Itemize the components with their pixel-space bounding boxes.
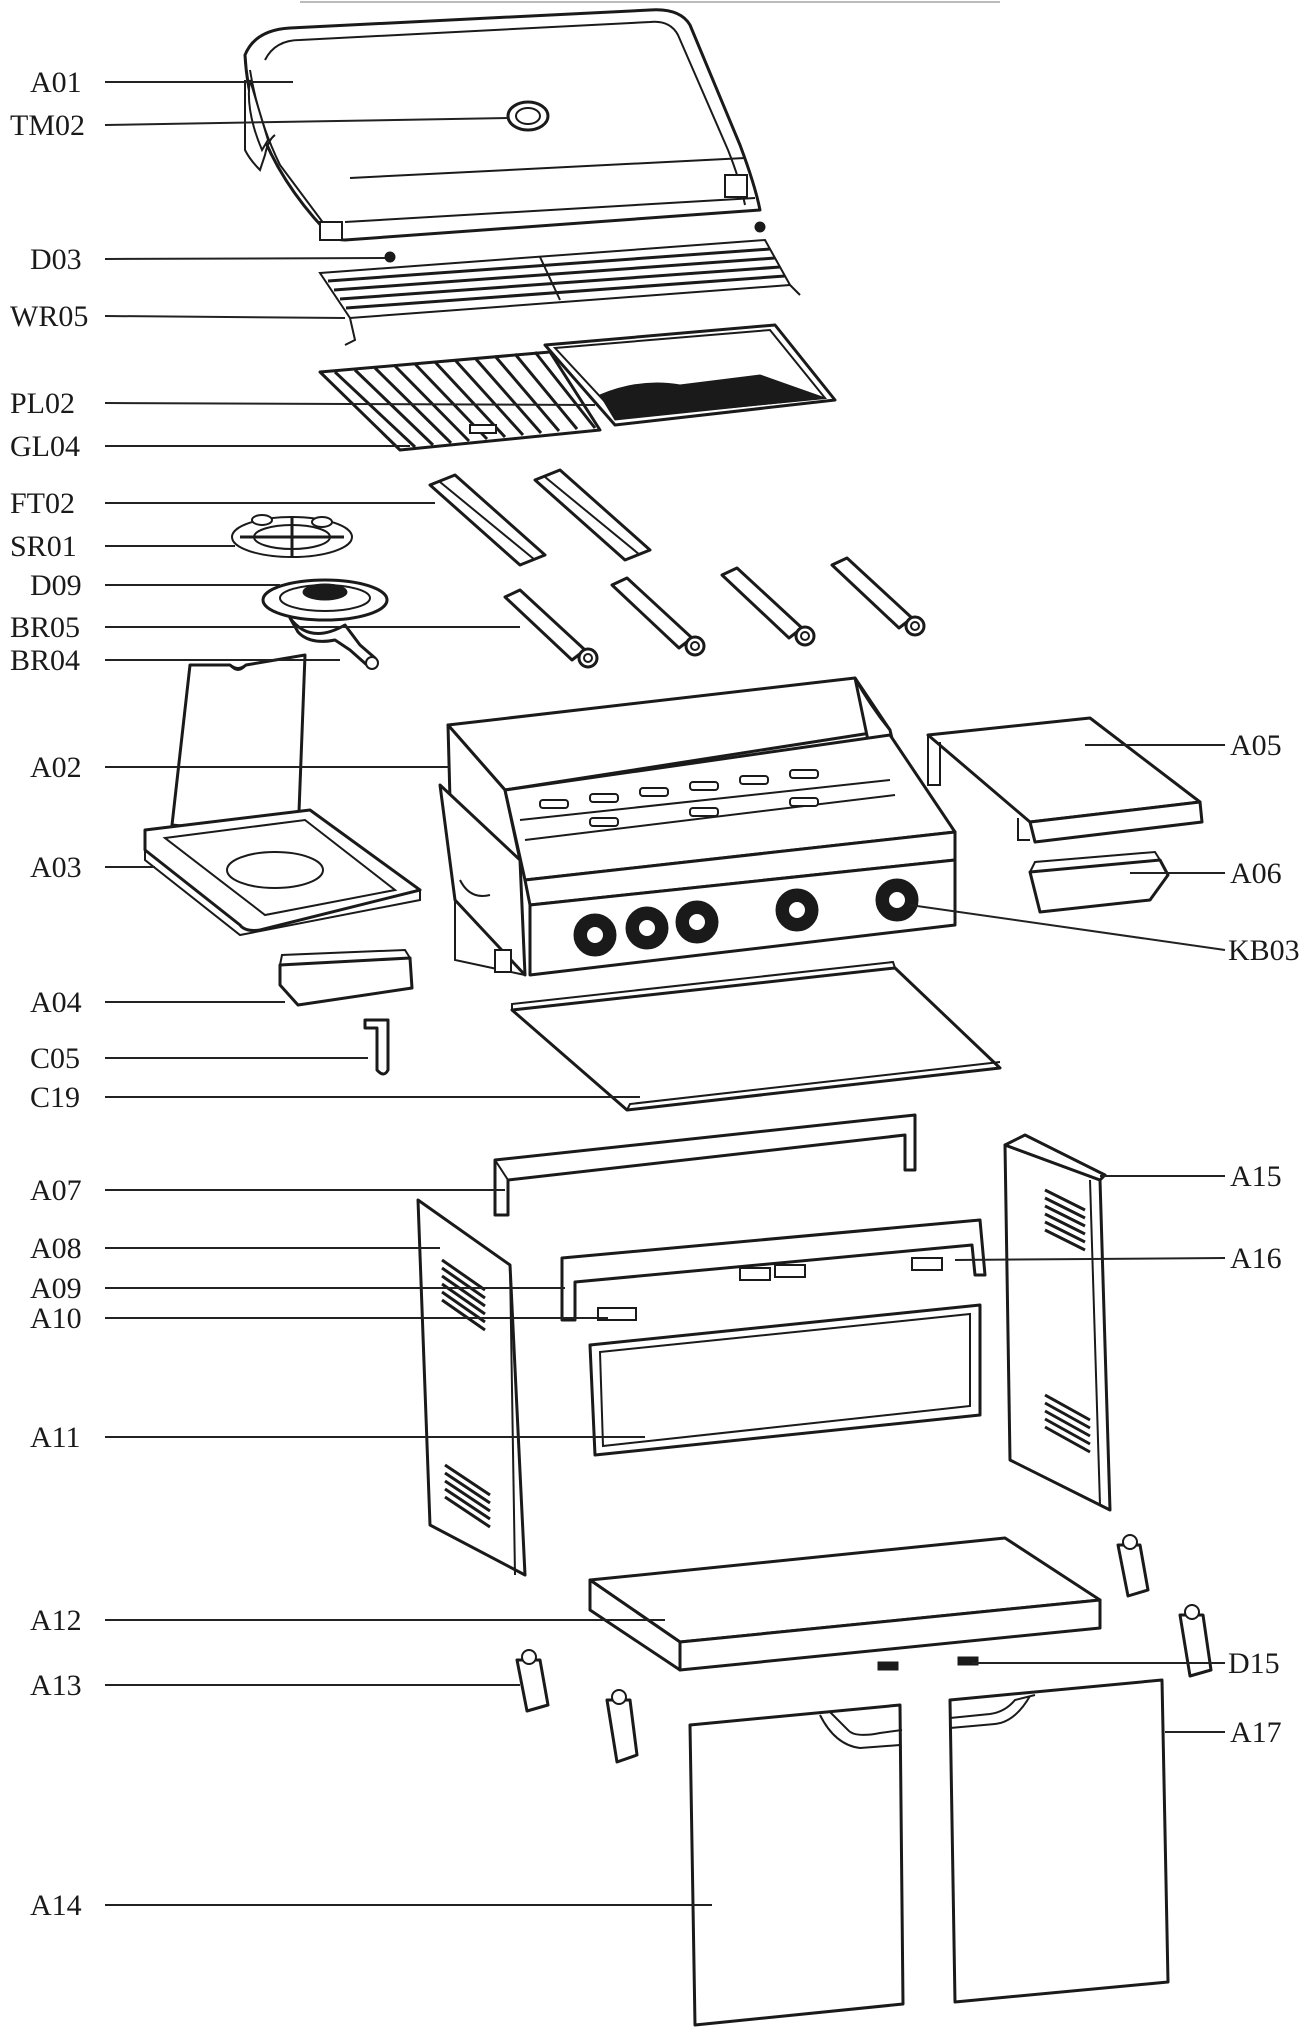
label-gl04: GL04 (10, 430, 80, 463)
label-a09: A09 (30, 1272, 82, 1305)
bottom-panel-part (510, 960, 1002, 1112)
right-side-panel-part (1003, 1133, 1112, 1512)
base-panel-part (588, 1536, 1102, 1672)
side-burner-shelf-part (143, 653, 422, 937)
label-a03: A03 (30, 851, 82, 884)
bolt-part (384, 251, 396, 263)
left-door-part (688, 1703, 905, 2027)
label-kb03: KB03 (1228, 934, 1300, 967)
label-a11: A11 (30, 1421, 81, 1454)
flame-tamer-part (428, 468, 652, 567)
side-burner-grate-part (231, 514, 353, 558)
label-ft02: FT02 (10, 487, 75, 520)
label-a13: A13 (30, 1669, 82, 1702)
lid-part (243, 8, 762, 242)
label-a06: A06 (1230, 857, 1282, 890)
label-sr01: SR01 (10, 530, 77, 563)
grease-tray-right-part (1028, 850, 1170, 914)
label-a14: A14 (30, 1889, 82, 1922)
label-a15: A15 (1230, 1160, 1282, 1193)
warming-rack-part (318, 238, 801, 346)
label-br05: BR05 (10, 611, 80, 644)
label-c19: C19 (30, 1081, 80, 1114)
leader-lines (104, 81, 1226, 1906)
label-pl02: PL02 (10, 387, 75, 420)
label-a02: A02 (30, 751, 82, 784)
bracket-part (363, 1018, 390, 1076)
magnet-part (877, 1661, 899, 1671)
label-br04: BR04 (10, 644, 80, 677)
caster-part (515, 1534, 1213, 1764)
label-a12: A12 (30, 1604, 82, 1637)
label-wr05: WR05 (10, 300, 88, 333)
label-a05: A05 (1230, 729, 1282, 762)
label-a16: A16 (1230, 1242, 1282, 1275)
right-side-shelf-part (926, 716, 1204, 844)
label-d03: D03 (30, 243, 82, 276)
label-a10: A10 (30, 1302, 82, 1335)
label-a01: A01 (30, 66, 82, 99)
firebox-part (438, 676, 957, 977)
side-burner-part (288, 616, 379, 670)
part-labels: A01 TM02 D03 WR05 PL02 GL04 FT02 SR01 D0… (10, 66, 1300, 1922)
label-d09: D09 (30, 569, 82, 602)
left-side-panel-part (416, 1198, 527, 1577)
label-c05: C05 (30, 1042, 80, 1075)
label-a17: A17 (1230, 1716, 1282, 1749)
label-d15: D15 (1228, 1647, 1280, 1680)
label-a07: A07 (30, 1174, 82, 1207)
side-burner-cap-part (261, 578, 389, 622)
label-a04: A04 (30, 986, 82, 1019)
label-a08: A08 (30, 1232, 82, 1265)
back-panel-part (588, 1303, 982, 1457)
label-tm02: TM02 (10, 109, 85, 142)
control-knob-part (573, 878, 919, 957)
cooking-grate-part (318, 350, 602, 452)
grease-tray-left-part (278, 948, 414, 1007)
main-burner-part (503, 556, 926, 669)
right-door-part (948, 1678, 1170, 2004)
griddle-plate-part (543, 323, 837, 427)
back-rail-part (560, 1218, 987, 1322)
front-rail-part (493, 1113, 917, 1217)
